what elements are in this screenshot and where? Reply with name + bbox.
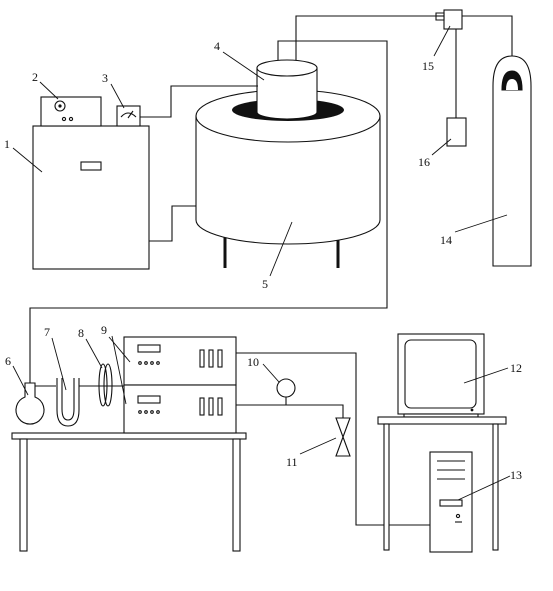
label-2: 2 xyxy=(32,70,38,84)
label-14: 14 xyxy=(440,233,452,247)
u-tube xyxy=(56,378,124,427)
gas-lines xyxy=(29,15,513,384)
control-wiring xyxy=(140,85,258,242)
component-labels: 1 2 3 4 5 6 7 8 9 10 11 12 13 14 15 16 xyxy=(4,39,522,482)
label-1: 1 xyxy=(4,137,10,151)
gas-valve xyxy=(435,9,463,30)
label-9: 9 xyxy=(101,323,107,337)
label-15: 15 xyxy=(422,59,434,73)
label-6: 6 xyxy=(5,354,11,368)
label-5: 5 xyxy=(262,277,268,291)
control-cabinet xyxy=(32,125,150,270)
label-16: 16 xyxy=(418,155,430,169)
round-flask xyxy=(15,382,56,425)
pressure-gauge xyxy=(236,378,344,418)
flow-regulator-box xyxy=(446,117,467,147)
gas-cylinder xyxy=(492,55,532,267)
computer-tower xyxy=(429,451,473,553)
meter-gauge xyxy=(116,105,141,127)
signal-cable xyxy=(236,352,430,526)
label-8: 8 xyxy=(78,326,84,340)
label-13: 13 xyxy=(510,468,522,482)
left-workbench xyxy=(11,432,247,552)
needle-valve xyxy=(335,417,351,457)
optical-lens xyxy=(98,363,113,407)
label-3: 3 xyxy=(102,71,108,85)
label-10: 10 xyxy=(247,355,259,369)
label-11: 11 xyxy=(286,455,298,469)
label-12: 12 xyxy=(510,361,522,375)
reactor-tube xyxy=(256,59,318,120)
label-7: 7 xyxy=(44,325,50,339)
controller-unit xyxy=(40,96,102,127)
monitor xyxy=(397,333,485,418)
analyzer-stack xyxy=(123,336,237,434)
leader-lines xyxy=(12,25,511,501)
right-table xyxy=(377,416,507,551)
label-4: 4 xyxy=(214,39,220,53)
